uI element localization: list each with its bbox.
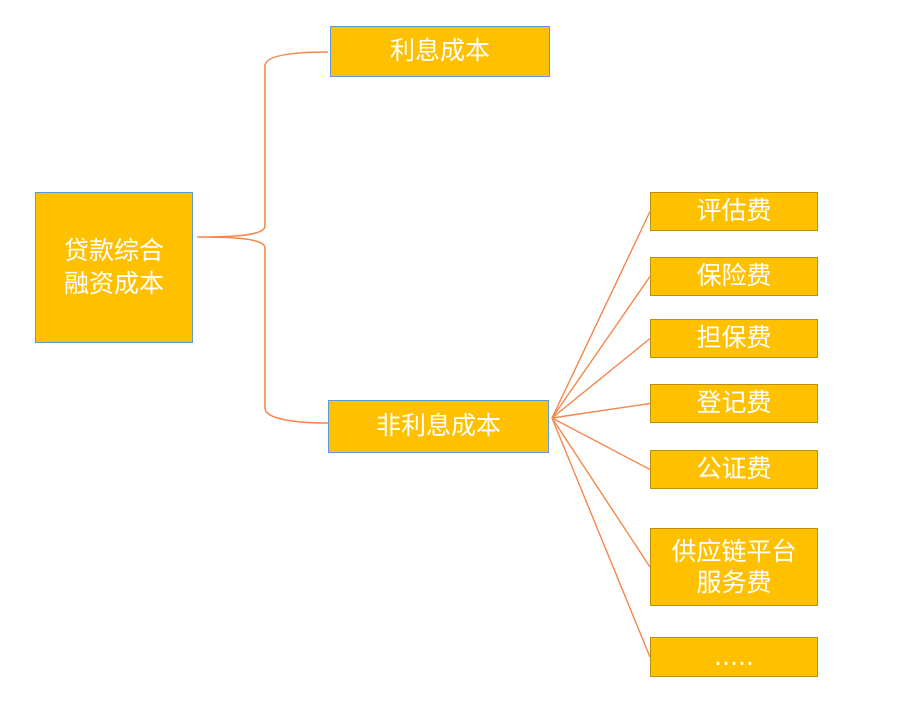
brace-connector	[196, 51, 329, 424]
branch-label: 利息成本	[389, 36, 490, 66]
leaf-guarantee-fee: 担保费	[650, 319, 818, 358]
branch-interest-cost: 利息成本	[330, 26, 550, 77]
fan-connectors	[551, 211, 651, 658]
leaf-supply-chain-service-fee: 供应链平台 服务费	[650, 528, 818, 606]
root-label: 贷款综合 融资成本	[63, 236, 164, 298]
leaf-label: .....	[714, 641, 754, 671]
leaf-appraisal-fee: 评估费	[650, 192, 818, 231]
leaf-label: 担保费	[696, 323, 772, 353]
leaf-label: 保险费	[696, 261, 772, 291]
branch-label: 非利息成本	[375, 411, 501, 441]
leaf-label: 供应链平台 服务费	[671, 536, 797, 597]
branch-non-interest-cost: 非利息成本	[328, 400, 549, 453]
fan-connector-line	[551, 417, 651, 471]
fan-connector-line	[551, 337, 651, 419]
leaf-more: .....	[650, 637, 818, 677]
fan-connector-line	[551, 417, 651, 658]
leaf-insurance-fee: 保险费	[650, 257, 818, 296]
leaf-label: 公证费	[696, 454, 772, 484]
leaf-notary-fee: 公证费	[650, 450, 818, 489]
fan-connector-line	[551, 211, 651, 419]
leaf-label: 登记费	[696, 388, 772, 418]
leaf-registration-fee: 登记费	[650, 384, 818, 423]
fan-connector-line	[551, 402, 651, 419]
root-node: 贷款综合 融资成本	[35, 192, 193, 343]
fan-connector-line	[551, 276, 651, 419]
leaf-label: 评估费	[696, 196, 772, 226]
fan-connector-line	[551, 417, 651, 568]
